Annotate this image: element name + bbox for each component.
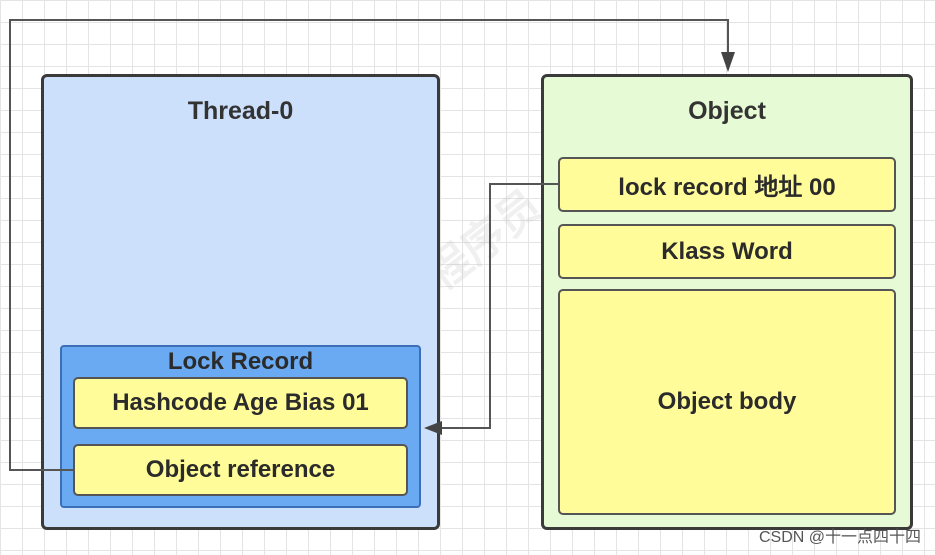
hashcode-age-bias-field: Hashcode Age Bias 01	[73, 377, 408, 429]
object-body-field: Object body	[558, 289, 896, 515]
object-reference-arrow	[9, 19, 729, 471]
object-title: Object	[688, 97, 766, 125]
lock-record-pointer-arrow	[438, 183, 558, 429]
object-reference-arrowhead	[721, 52, 735, 72]
object-reference-field: Object reference	[73, 444, 408, 496]
klass-word-field: Klass Word	[558, 224, 896, 279]
thread-title: Thread-0	[187, 97, 294, 125]
lock-record-address-field: lock record 地址 00	[558, 157, 896, 212]
lock-record-pointer-arrowhead	[424, 421, 442, 435]
credit-text: CSDN @十一点四十四	[758, 529, 921, 546]
lock-record-title: Lock Record	[167, 348, 314, 375]
